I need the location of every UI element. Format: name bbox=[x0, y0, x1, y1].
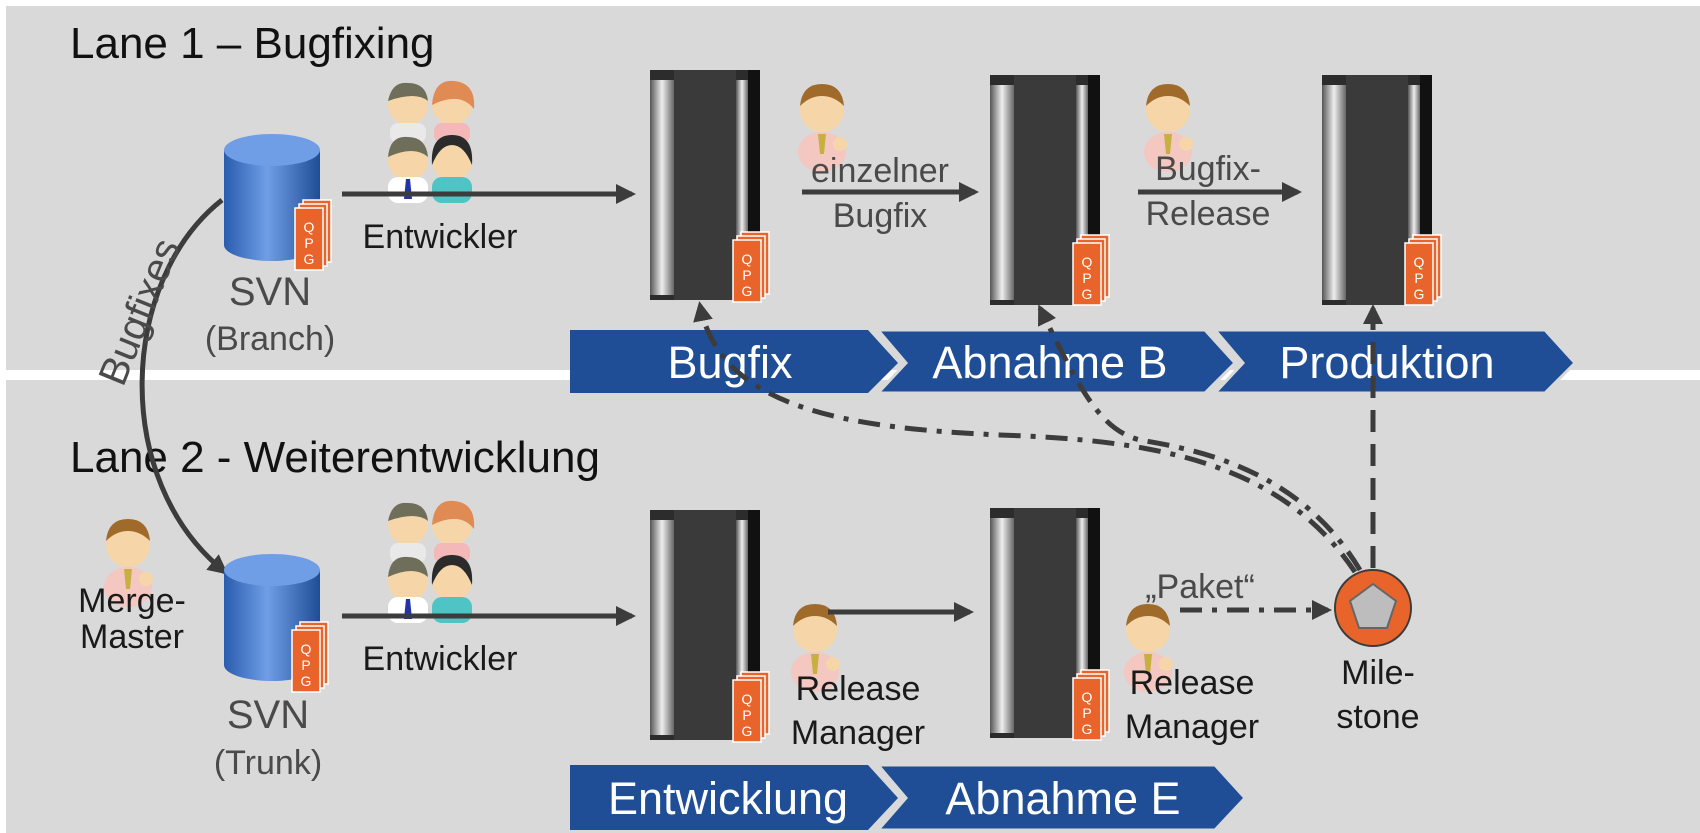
lane-2-phase-bar: Entwicklung Abnahme E bbox=[570, 763, 1248, 832]
doc-letter-p: P bbox=[742, 267, 751, 283]
server-produktion: Q P G bbox=[1322, 75, 1442, 306]
doc-letter-p: P bbox=[1414, 270, 1423, 286]
label-single-bugfix-line2: Bugfix bbox=[833, 197, 928, 235]
doc-letter-q: Q bbox=[301, 641, 312, 657]
chevron-produktion bbox=[1211, 328, 1578, 395]
server-bugfix: Q P G bbox=[650, 70, 770, 303]
doc-letter-p: P bbox=[304, 235, 313, 251]
doc-letter-g: G bbox=[1082, 286, 1093, 302]
svn-trunk-sublabel: (Trunk) bbox=[214, 744, 322, 782]
milestone-label-line2: stone bbox=[1336, 698, 1419, 736]
svn-branch-label: SVN bbox=[229, 270, 311, 314]
label-bugfix-release-line2: Release bbox=[1146, 195, 1271, 233]
lane-1-title: Lane 1 – Bugfixing bbox=[70, 19, 435, 68]
merge-master-label-line2: Master bbox=[80, 618, 184, 656]
document-icon: Q P G bbox=[732, 671, 770, 743]
merge-master-label-line1: Merge- bbox=[78, 582, 186, 620]
doc-letter-p: P bbox=[301, 657, 310, 673]
doc-letter-q: Q bbox=[742, 691, 753, 707]
server-abnahme-b: Q P G bbox=[990, 75, 1110, 306]
doc-letter-g: G bbox=[742, 283, 753, 299]
chevron-entwicklung bbox=[570, 765, 898, 830]
server-entwicklung: Q P G bbox=[650, 510, 770, 743]
label-bugfix-release-line1: Bugfix- bbox=[1155, 150, 1261, 188]
doc-letter-q: Q bbox=[1414, 254, 1425, 270]
release-manager-2-line1: Release bbox=[1130, 664, 1255, 702]
stage-label-abnahme-b: Abnahme B bbox=[932, 337, 1167, 388]
release-manager-1-line2: Manager bbox=[791, 714, 925, 752]
document-icon: Q P G bbox=[1072, 234, 1110, 306]
doc-letter-q: Q bbox=[742, 251, 753, 267]
arrow-bugfixes-merge bbox=[139, 198, 229, 575]
document-icon: Q P G bbox=[1404, 234, 1442, 306]
lane-1-developers-label: Entwickler bbox=[363, 218, 518, 256]
milestone-icon bbox=[1334, 569, 1412, 647]
document-icon: Q P G bbox=[294, 199, 332, 271]
doc-letter-g: G bbox=[304, 251, 315, 267]
server-abnahme-e: Q P G bbox=[990, 508, 1110, 741]
chevron-bugfix bbox=[570, 330, 898, 393]
doc-letter-p: P bbox=[1082, 705, 1091, 721]
svn-trunk-label: SVN bbox=[227, 693, 309, 737]
svn-branch-repository: Q P G SVN (Branch) bbox=[205, 134, 335, 358]
stage-label-produktion: Produktion bbox=[1279, 337, 1494, 388]
doc-letter-p: P bbox=[1082, 270, 1091, 286]
doc-letter-g: G bbox=[1082, 721, 1093, 737]
label-package: „Paket“ bbox=[1145, 568, 1255, 606]
doc-letter-q: Q bbox=[1082, 689, 1093, 705]
svn-branch-sublabel: (Branch) bbox=[205, 320, 335, 358]
svn-trunk-repository: Q P G SVN (Trunk) bbox=[214, 554, 329, 782]
stage-label-bugfix: Bugfix bbox=[667, 337, 793, 388]
doc-letter-q: Q bbox=[304, 219, 315, 235]
lane-2-developers-label: Entwickler bbox=[363, 640, 518, 678]
stage-label-abnahme-e: Abnahme E bbox=[945, 773, 1180, 824]
milestone-label-line1: Mile- bbox=[1341, 654, 1415, 692]
release-manager-1-line1: Release bbox=[796, 670, 921, 708]
document-icon: Q P G bbox=[732, 231, 770, 303]
lane-1-phase-bar: Bugfix Abnahme B Produktion bbox=[570, 328, 1578, 395]
label-single-bugfix-line1: einzelner bbox=[811, 152, 949, 190]
chevron-abnahme-b bbox=[874, 328, 1238, 395]
arrow-milestone-to-bugfix bbox=[693, 301, 1358, 574]
doc-letter-g: G bbox=[742, 723, 753, 739]
document-icon: Q P G bbox=[291, 621, 329, 693]
document-icon: Q P G bbox=[1072, 669, 1110, 741]
doc-letter-q: Q bbox=[1082, 254, 1093, 270]
release-manager-2-line2: Manager bbox=[1125, 708, 1259, 746]
doc-letter-g: G bbox=[1414, 286, 1425, 302]
doc-letter-p: P bbox=[742, 707, 751, 723]
chevron-abnahme-e bbox=[874, 763, 1248, 832]
doc-letter-g: G bbox=[301, 673, 312, 689]
stage-label-entwicklung: Entwicklung bbox=[608, 773, 848, 824]
